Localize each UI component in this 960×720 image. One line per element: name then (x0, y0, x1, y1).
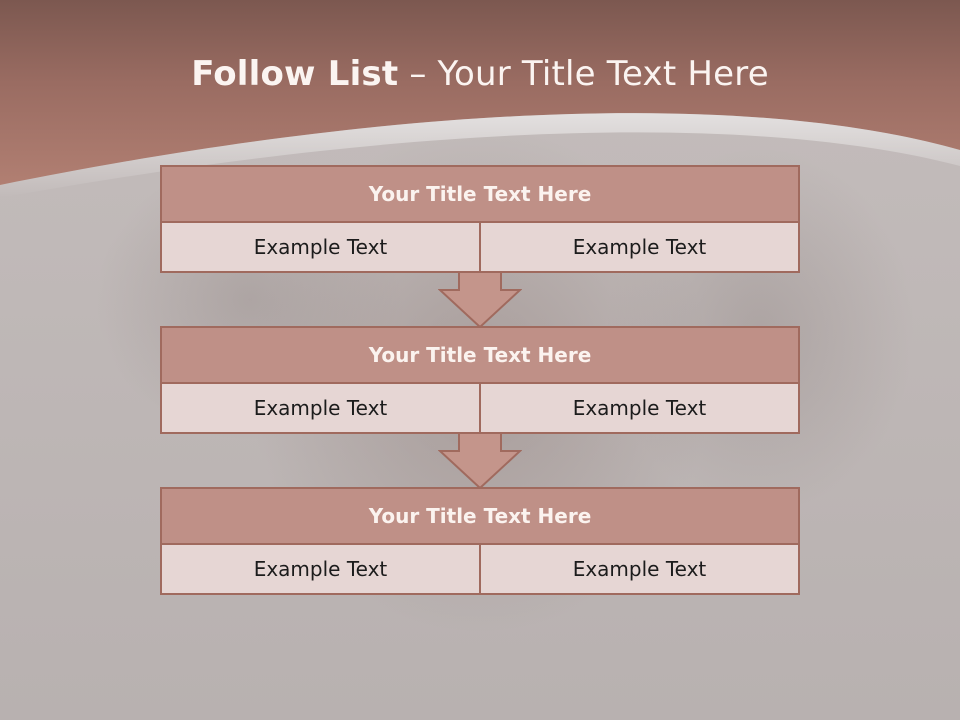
block-cell-right: Example Text (479, 223, 798, 271)
down-arrow-1 (438, 271, 522, 329)
slide-title-rest: – Your Title Text Here (398, 54, 769, 94)
block-title: Your Title Text Here (162, 328, 798, 384)
block-row: Example Text Example Text (162, 384, 798, 432)
list-block-2: Your Title Text Here Example Text Exampl… (160, 326, 800, 434)
block-cell-left: Example Text (162, 384, 479, 432)
block-cell-right: Example Text (479, 545, 798, 593)
down-arrow-2 (438, 432, 522, 490)
block-title: Your Title Text Here (162, 489, 798, 545)
block-cell-right: Example Text (479, 384, 798, 432)
block-title: Your Title Text Here (162, 167, 798, 223)
header-band (0, 0, 960, 198)
slide-title: Follow List – Your Title Text Here (0, 54, 960, 94)
block-row: Example Text Example Text (162, 223, 798, 271)
block-cell-left: Example Text (162, 223, 479, 271)
block-cell-left: Example Text (162, 545, 479, 593)
list-block-1: Your Title Text Here Example Text Exampl… (160, 165, 800, 273)
slide-title-bold: Follow List (191, 54, 399, 94)
list-block-3: Your Title Text Here Example Text Exampl… (160, 487, 800, 595)
block-row: Example Text Example Text (162, 545, 798, 593)
